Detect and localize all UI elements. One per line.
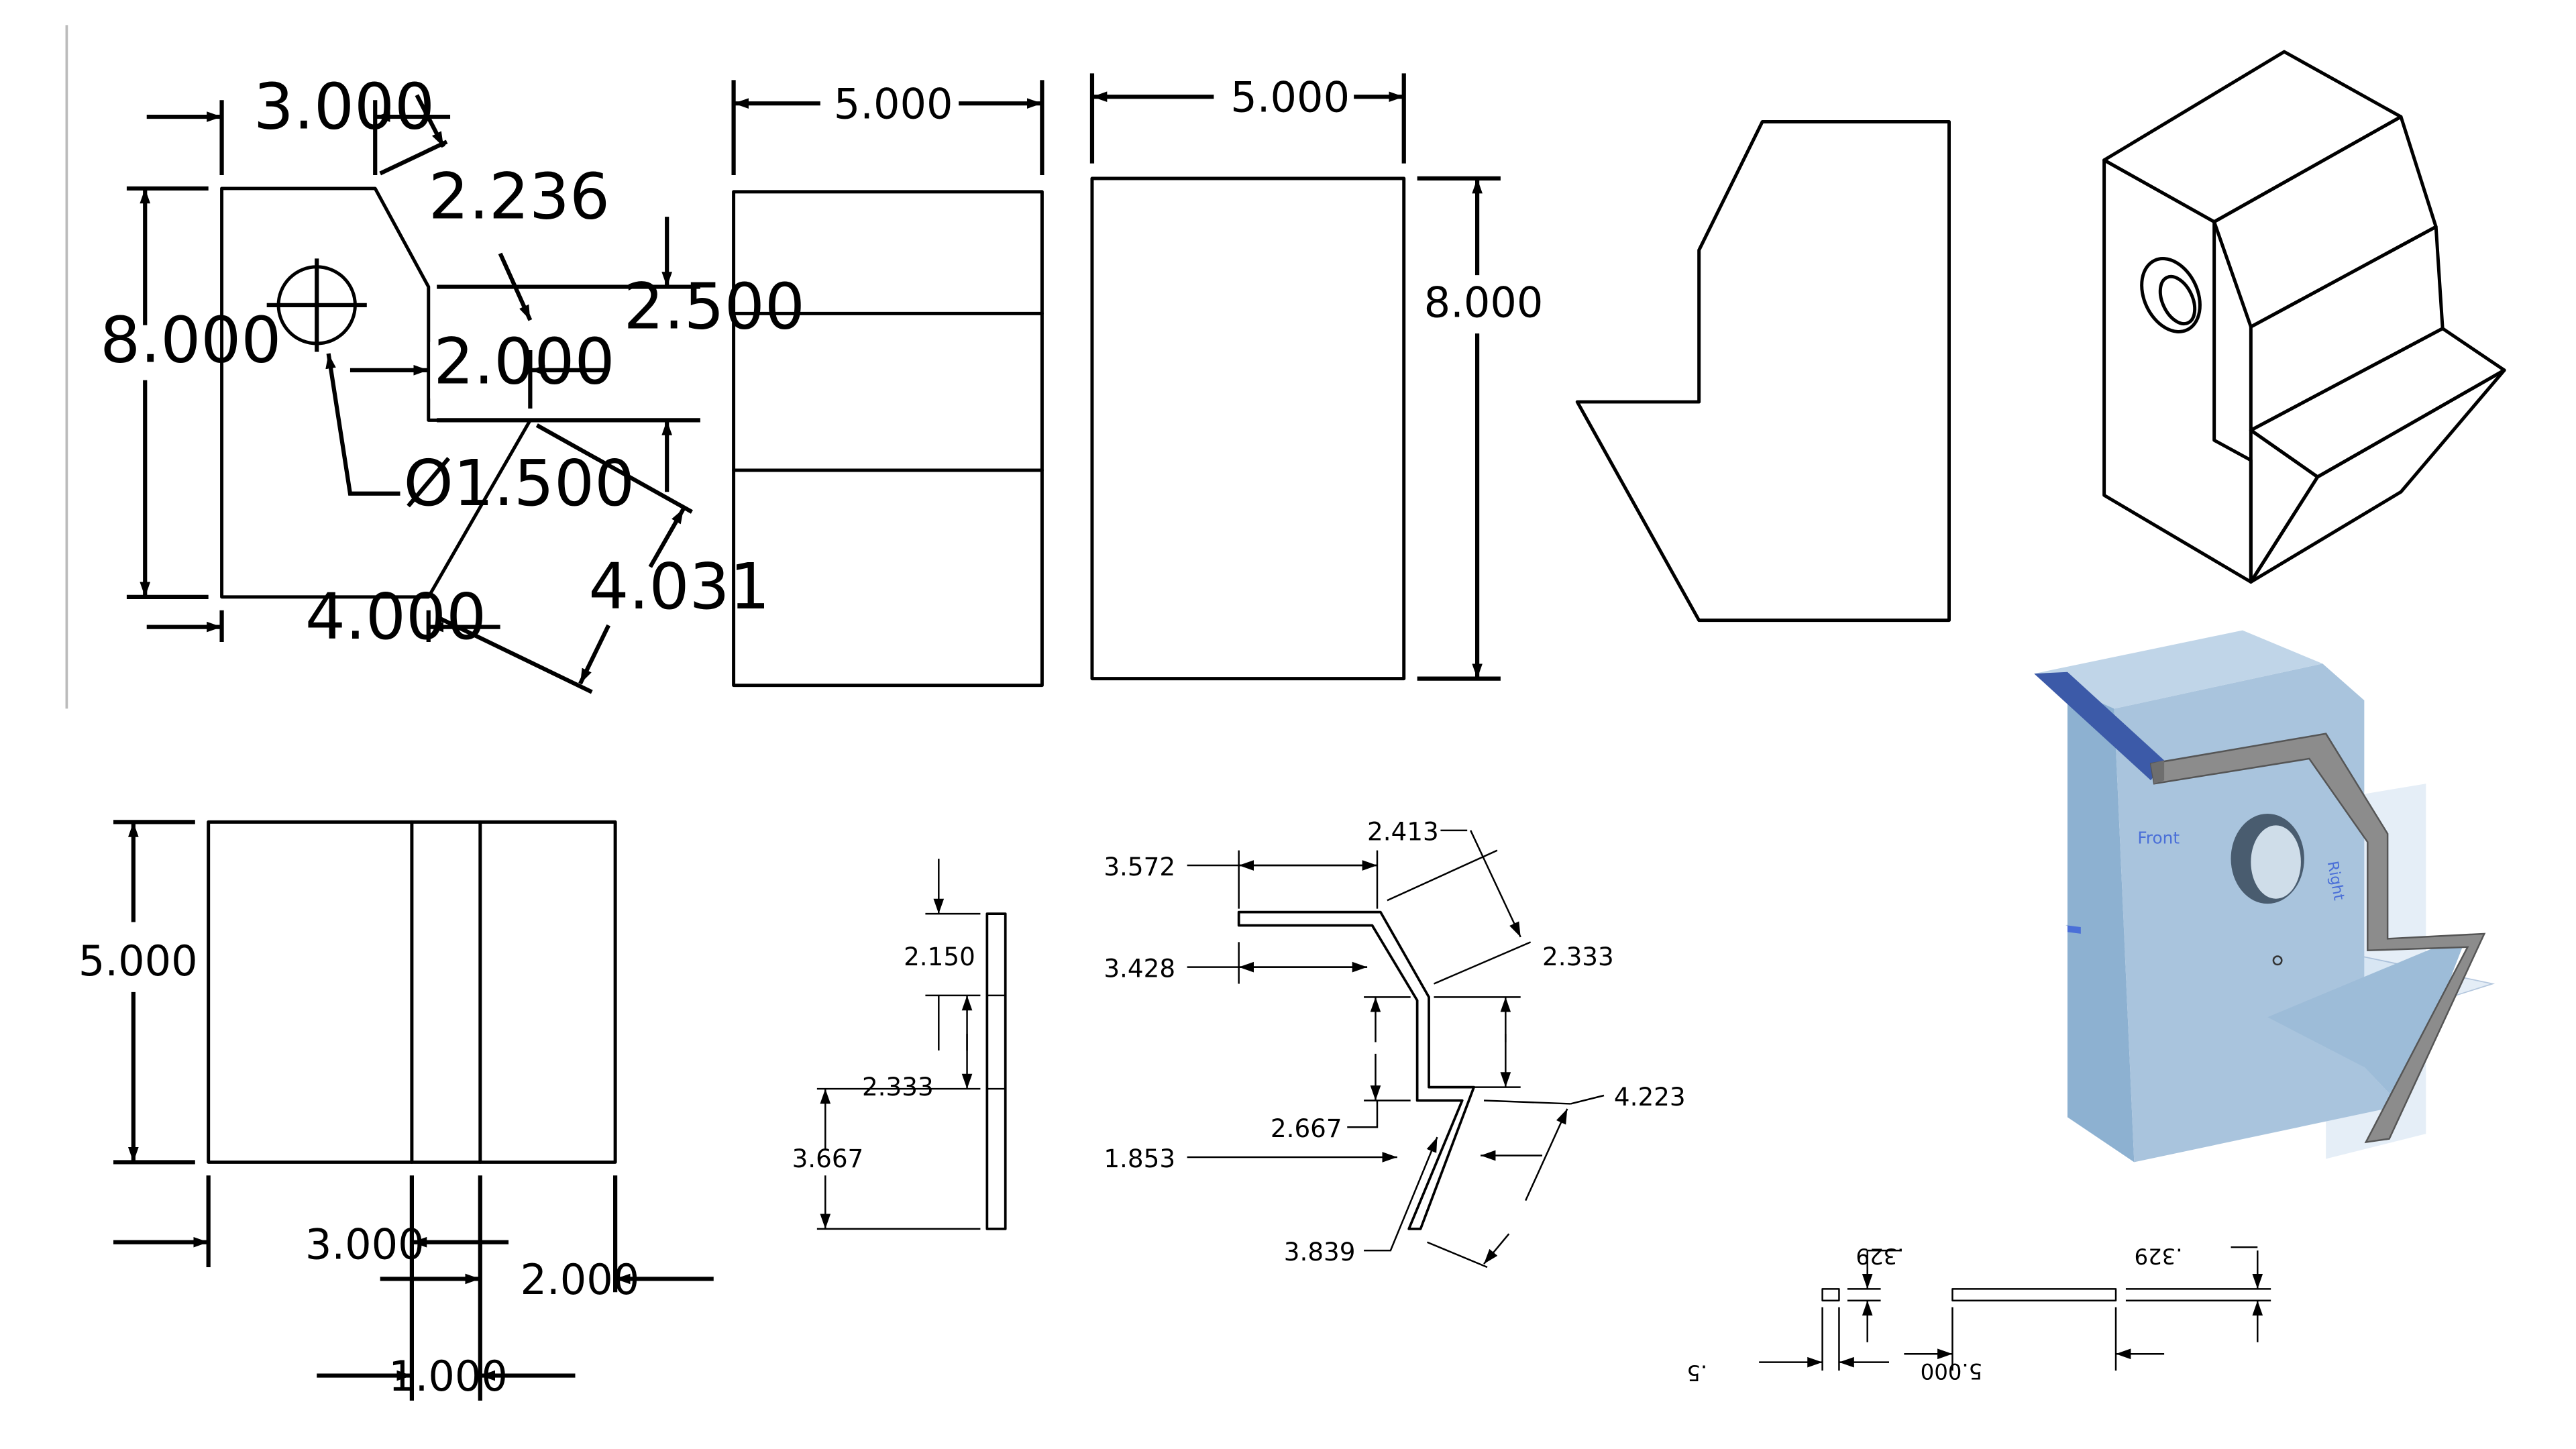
dim-1853: 1.853 — [1104, 1144, 1175, 1173]
dim-8000-rear: 8.000 — [1424, 278, 1544, 327]
dim-5000-top: 5.000 — [78, 936, 198, 985]
isometric-view — [2102, 50, 2506, 584]
dim-5000-flat: 5.000 — [1921, 1358, 1982, 1384]
dim-hole-diameter: Ø1.500 — [403, 447, 635, 521]
dim-2500: 2.500 — [624, 270, 805, 344]
dim-2000-top-view: 2.000 — [520, 1255, 639, 1304]
dim-3667: 3.667 — [792, 1144, 864, 1173]
dim-4031: 4.031 — [588, 550, 769, 624]
dim-3572: 3.572 — [1104, 852, 1175, 881]
dim-5000-rear: 5.000 — [1230, 73, 1350, 122]
dim-4000-bottom: 4.000 — [305, 580, 486, 654]
dim-329-left: .329 — [1856, 1244, 1904, 1269]
bent-profile-view: 3.572 2.413 3.428 2.333 2.667 4.223 — [1104, 817, 1686, 1269]
dim-329-right: .329 — [2135, 1244, 2183, 1269]
dim-2333-flat: 2.333 — [862, 1072, 934, 1102]
profile-view — [1575, 120, 1951, 623]
dim-3428: 3.428 — [1104, 954, 1175, 983]
plane-label-front: Front — [2137, 828, 2180, 848]
dim-3000-top: 3.000 — [254, 70, 435, 144]
dim-2333-bent: 2.333 — [1542, 942, 1614, 971]
flat-section-view: .329 .329 5.000 .5 — [1686, 1244, 2271, 1386]
side-view: 5.000 — [731, 80, 1044, 688]
front-view: 3.000 2.236 2.500 8.000 2.000 Ø1.500 4.0 — [100, 70, 805, 694]
rear-view: 5.000 8.000 — [1089, 73, 1544, 681]
dim-5000-side: 5.000 — [834, 80, 953, 129]
dim-2150: 2.150 — [904, 942, 975, 971]
flat-edge-view: 2.150 2.333 3.667 — [792, 859, 1007, 1230]
dim-8000-front: 8.000 — [100, 303, 281, 377]
dim-2236: 2.236 — [429, 160, 610, 234]
dim-2000-notch: 2.000 — [433, 325, 614, 399]
dim-3000-top-view: 3.000 — [305, 1220, 425, 1269]
dim-5-flat: .5 — [1686, 1360, 1707, 1386]
top-view: 5.000 3.000 2.000 1.000 — [78, 820, 714, 1401]
dim-4223: 4.223 — [1614, 1082, 1686, 1112]
dim-2413: 2.413 — [1367, 817, 1439, 847]
dim-2667: 2.667 — [1271, 1114, 1342, 1143]
dim-3839: 3.839 — [1284, 1237, 1356, 1267]
dim-1000-top-view: 1.000 — [388, 1352, 508, 1401]
model-3d-view: Front Right — [2034, 630, 2496, 1163]
